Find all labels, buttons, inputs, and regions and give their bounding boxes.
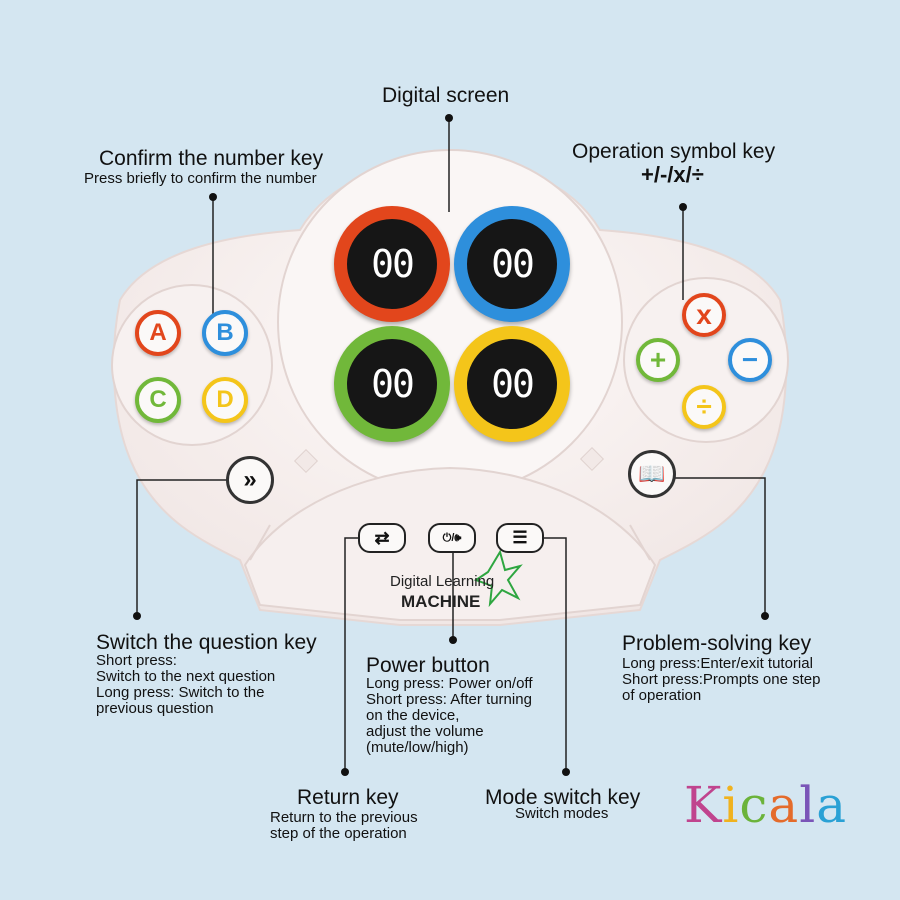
- problem-solving-title: Problem-solving key: [622, 632, 812, 655]
- power-button-title: Power button: [366, 654, 490, 677]
- button-b[interactable]: B: [202, 310, 248, 356]
- display-yellow: 00: [454, 326, 570, 442]
- switch-question-line-3: Long press: Switch to the: [96, 684, 265, 701]
- book-icon: 📖: [638, 461, 666, 486]
- power-volume-icon: ⏻/🕪: [442, 531, 462, 544]
- logo-line2: MACHINE: [401, 592, 481, 611]
- list-icon: ☰: [512, 528, 528, 547]
- brand-letter: c: [739, 776, 769, 834]
- double-chevron-icon: »: [243, 466, 257, 493]
- switch-question-title: Switch the question key: [96, 631, 317, 654]
- callout-dot-problem: [761, 612, 769, 620]
- brand-letter: a: [816, 776, 847, 834]
- switch-question-line-4: previous question: [96, 700, 214, 717]
- logo-line1: Digital Learning: [390, 573, 495, 590]
- power-button[interactable]: ⏻/🕪: [428, 523, 476, 553]
- brand-letter: K: [684, 776, 723, 834]
- swap-arrows-icon: ⇄: [374, 527, 390, 548]
- button-c[interactable]: C: [135, 377, 181, 423]
- callout-dot-screen: [445, 114, 453, 122]
- display-blue: 00: [454, 206, 570, 322]
- power-line-1: Long press: Power on/off: [366, 675, 533, 692]
- brand-letter: a: [768, 776, 800, 834]
- switch-question-line-1: Short press:: [96, 652, 177, 669]
- confirm-key-desc: Press briefly to confirm the number: [84, 170, 317, 187]
- mode-switch-desc: Switch modes: [515, 805, 609, 822]
- minus-button[interactable]: −: [728, 338, 772, 382]
- power-line-5: (mute/low/high): [366, 739, 469, 756]
- digital-screen-label: Digital screen: [382, 84, 510, 107]
- problem-line-2: Short press:Prompts one step: [622, 671, 821, 688]
- operation-key-title: Operation symbol key: [572, 140, 776, 163]
- logo-star: [473, 549, 523, 608]
- button-a[interactable]: A: [135, 310, 181, 356]
- return-line-1: Return to the previous: [270, 809, 418, 826]
- plus-button[interactable]: +: [636, 338, 680, 382]
- problem-solving-button[interactable]: 📖: [628, 450, 676, 498]
- switch-question-line-2: Switch to the next question: [96, 668, 276, 685]
- problem-line-3: of operation: [622, 687, 702, 704]
- return-key-title: Return key: [297, 786, 399, 809]
- callout-dot-operation: [679, 203, 687, 211]
- callout-dot-confirm: [209, 193, 217, 201]
- power-line-3: on the device,: [366, 707, 460, 724]
- mode-switch-title: Mode switch key: [485, 786, 641, 809]
- callout-dot-power: [449, 636, 457, 644]
- brand-letter: l: [799, 776, 817, 834]
- brand-logo: Kicala: [684, 776, 847, 834]
- skip-question-button[interactable]: »: [226, 456, 274, 504]
- callout-dot-return: [341, 768, 349, 776]
- callout-dot-mode: [562, 768, 570, 776]
- multiply-button[interactable]: x: [682, 293, 726, 337]
- problem-line-1: Long press:Enter/exit tutorial: [622, 655, 813, 672]
- operation-symbols: +/-/x/÷: [641, 162, 704, 187]
- callout-dot-switch: [133, 612, 141, 620]
- brand-letter: i: [722, 776, 740, 834]
- confirm-key-title: Confirm the number key: [99, 147, 324, 170]
- divide-button[interactable]: ÷: [682, 385, 726, 429]
- button-d[interactable]: D: [202, 377, 248, 423]
- return-line-2: step of the operation: [270, 825, 407, 842]
- power-line-4: adjust the volume: [366, 723, 484, 740]
- return-button[interactable]: ⇄: [358, 523, 406, 553]
- display-red: 00: [334, 206, 450, 322]
- mode-button[interactable]: ☰: [496, 523, 544, 553]
- power-line-2: Short press: After turning: [366, 691, 532, 708]
- display-green: 00: [334, 326, 450, 442]
